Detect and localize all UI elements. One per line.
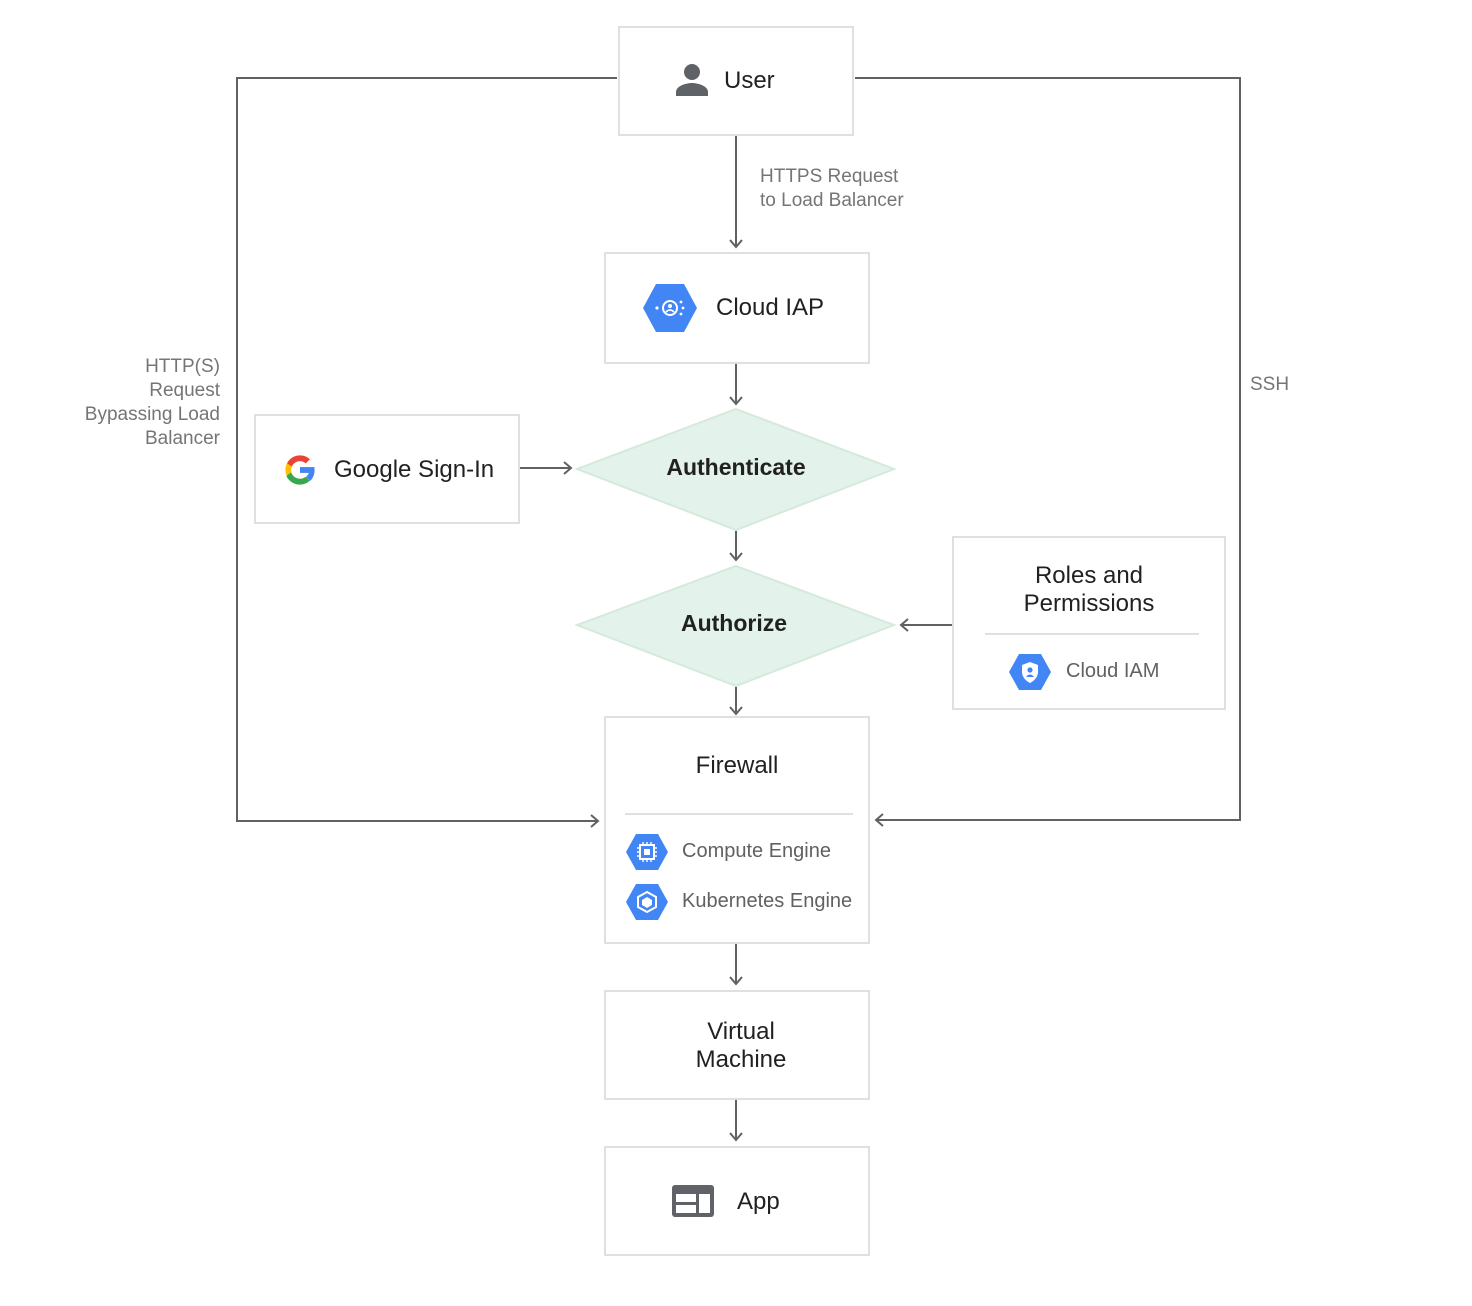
ssh-edge-label: SSH	[1250, 374, 1290, 395]
roles-permissions-title: Roles and Permissions	[952, 562, 1226, 618]
kubernetes-engine-icon	[626, 884, 668, 920]
app-node	[604, 1146, 870, 1256]
cloud-iap-icon	[643, 284, 697, 332]
edge-ssh	[855, 77, 1241, 821]
virtual-machine-label: Virtual Machine	[604, 1018, 878, 1074]
roles-title-line1: Roles and	[1034, 562, 1144, 589]
compute-engine-icon	[626, 834, 668, 870]
firewall-label: Firewall	[695, 752, 779, 779]
https-edge-label: HTTPS Request to Load Balancer	[760, 165, 904, 213]
bypass-edge-label-line2: Request	[149, 380, 220, 401]
roles-permissions-node	[952, 536, 1226, 710]
kubernetes-engine-label: Kubernetes Engine	[682, 890, 853, 912]
google-signin-node	[254, 414, 520, 524]
bypass-edge-label-line4: Balancer	[145, 428, 220, 449]
authorize-diamond	[574, 564, 897, 688]
https-edge-label-line2: to Load Balancer	[760, 190, 904, 211]
compute-engine-label: Compute Engine	[682, 840, 831, 862]
app-label: App	[737, 1188, 780, 1215]
authenticate-diamond	[574, 407, 897, 532]
user-label: User	[724, 67, 775, 94]
person-icon	[676, 64, 708, 96]
app-window-icon	[672, 1185, 714, 1217]
google-signin-label: Google Sign-In	[334, 456, 495, 483]
roles-title-line2: Permissions	[1023, 590, 1155, 617]
bypass-edge-label: HTTP(S) Request Bypassing Load Balancer	[85, 355, 220, 451]
bypass-edge-label-line1: HTTP(S)	[145, 356, 220, 377]
cloud-iam-icon	[1009, 654, 1051, 690]
roles-divider	[985, 633, 1199, 635]
virtual-machine-node	[604, 990, 870, 1100]
edge-bypass-load-balancer	[236, 77, 617, 822]
https-edge-label-line1: HTTPS Request	[760, 166, 899, 187]
firewall-divider	[625, 813, 853, 815]
user-node	[618, 26, 854, 136]
authorize-label: Authorize	[680, 610, 788, 636]
authenticate-label: Authenticate	[666, 454, 806, 480]
vm-label-line2: Machine	[695, 1046, 787, 1073]
cloud-iam-label: Cloud IAM	[1066, 660, 1160, 682]
cloud-iap-label: Cloud IAP	[716, 294, 825, 321]
bypass-edge-label-line3: Bypassing Load	[84, 404, 220, 425]
vm-label-line1: Virtual	[707, 1018, 775, 1045]
google-g-icon	[285, 455, 316, 485]
